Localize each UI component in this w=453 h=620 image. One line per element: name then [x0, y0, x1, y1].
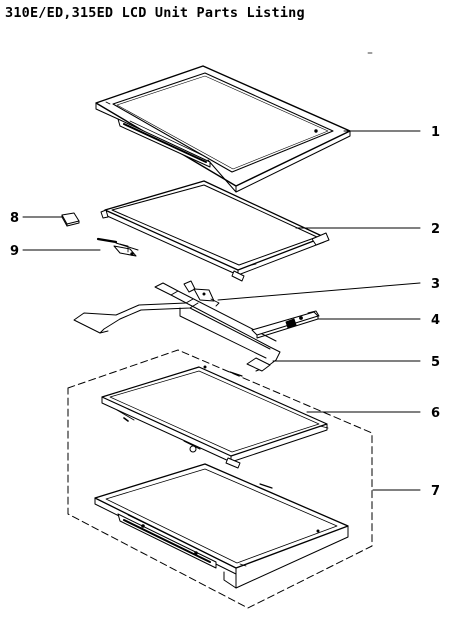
callout-7: 7 — [431, 484, 440, 499]
callout-6: 6 — [431, 406, 440, 421]
page-title: 310E/ED,315ED LCD Unit Parts Listing — [5, 5, 305, 21]
callout-8: 8 — [10, 211, 19, 226]
part-hinge-bracket — [183, 280, 220, 307]
callout-3: 3 — [431, 277, 440, 292]
callout-9: 9 — [10, 244, 19, 259]
callout-5: 5 — [431, 355, 440, 370]
part-hinge-left — [96, 237, 139, 257]
assembly-group-boundary — [67, 349, 373, 609]
part-lcd-rear-cover — [94, 463, 349, 589]
part-inverter-board — [251, 310, 320, 339]
leader-lines — [22, 130, 421, 491]
part-flex-cable — [73, 282, 281, 372]
leader-line-3 — [217, 282, 421, 301]
part-hinge-cap — [61, 212, 80, 227]
callout-labels: 1 2 3 4 5 6 7 8 9 — [10, 125, 440, 499]
callout-1: 1 — [431, 125, 440, 140]
callout-4: 4 — [431, 313, 440, 328]
callout-2: 2 — [431, 222, 440, 237]
part-lcd-panel — [100, 180, 330, 282]
part-lcd-mounting-frame — [101, 365, 329, 469]
part-lcd-bezel — [95, 65, 351, 193]
